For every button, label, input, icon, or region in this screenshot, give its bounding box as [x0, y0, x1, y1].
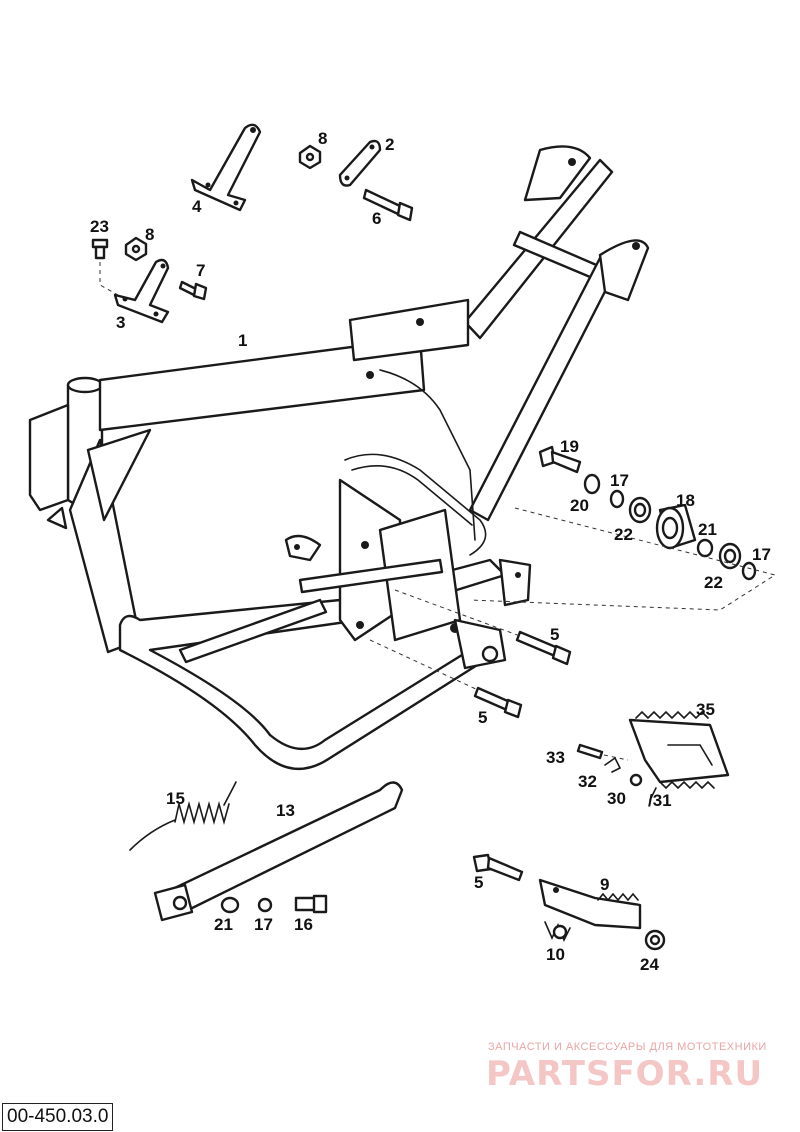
- callout-5-footrest: 5: [474, 873, 483, 892]
- callout-21-pivot: 21: [698, 520, 717, 539]
- callout-6: 6: [372, 209, 381, 228]
- sleeve-part-21b[interactable]: [220, 896, 240, 914]
- callout-9: 9: [600, 875, 609, 894]
- ring-part-17a[interactable]: [609, 489, 625, 509]
- callout-35: 35: [696, 700, 715, 719]
- callout-3: 3: [116, 313, 125, 332]
- watermark-brand: PARTSFOR.RU: [486, 1054, 763, 1094]
- spring-part-15[interactable]: [129, 781, 237, 851]
- bolt-part-5-upper[interactable]: [394, 589, 572, 666]
- callout-32: 32: [578, 772, 597, 791]
- callout-2: 2: [385, 135, 394, 154]
- side-stand-part-13[interactable]: [153, 781, 404, 922]
- bracket-part-3[interactable]: [113, 258, 170, 324]
- callout-17-right: 17: [752, 545, 771, 564]
- callout-17-stand: 17: [254, 915, 273, 934]
- clip-part-32[interactable]: [604, 756, 622, 773]
- callout-22-left: 22: [614, 525, 633, 544]
- bearing-part-18[interactable]: [655, 503, 697, 550]
- nut-part-24[interactable]: [644, 929, 666, 951]
- callout-17-upper: 17: [610, 471, 629, 490]
- callout-30: 30: [607, 789, 626, 808]
- washer-part-30[interactable]: [629, 773, 643, 787]
- callout-8-left: 8: [145, 225, 154, 244]
- callout-18: 18: [676, 491, 695, 510]
- callout-31: /31: [648, 791, 672, 810]
- pin-part-33[interactable]: [576, 743, 629, 761]
- bolt-part-7[interactable]: [178, 280, 208, 301]
- washer-part-20[interactable]: [583, 473, 601, 495]
- nut-part-8-left[interactable]: [124, 236, 148, 262]
- pin-part-31[interactable]: [649, 787, 657, 801]
- callout-15: 15: [166, 789, 185, 808]
- ring-part-17c[interactable]: [257, 897, 273, 913]
- callout-4: 4: [192, 197, 202, 216]
- bolt-part-6[interactable]: [362, 188, 414, 222]
- ring-part-17b[interactable]: [741, 561, 757, 581]
- bolt-part-23[interactable]: [91, 238, 119, 296]
- callout-7: 7: [196, 261, 205, 280]
- callout-10: 10: [546, 945, 565, 964]
- callout-19: 19: [560, 437, 579, 456]
- pivot-axis-line: [469, 507, 777, 611]
- sleeve-part-21a[interactable]: [696, 538, 714, 558]
- bolt-part-5-footrest[interactable]: [472, 853, 524, 882]
- callout-24: 24: [640, 955, 659, 974]
- callout-1: 1: [238, 331, 247, 350]
- callout-23: 23: [90, 217, 109, 236]
- footrest-part-35[interactable]: [628, 710, 730, 790]
- bolt-part-16[interactable]: [294, 894, 328, 914]
- bushing-part-22a[interactable]: [628, 496, 652, 524]
- bolt-part-5-lower[interactable]: [369, 639, 523, 719]
- callout-22-right: 22: [704, 573, 723, 592]
- callout-33: 33: [546, 748, 565, 767]
- bracket-part-4[interactable]: [190, 123, 262, 212]
- frame-part[interactable]: [28, 145, 650, 771]
- callout-13: 13: [276, 801, 295, 820]
- diagram-code-label: 00-450.03.0: [2, 1103, 114, 1131]
- watermark-tagline: ЗАПЧАСТИ И АКСЕССУАРЫ ДЛЯ МОТОТЕХНИКИ: [488, 1041, 767, 1053]
- plate-part-2[interactable]: [338, 139, 382, 187]
- spring-part-10[interactable]: [544, 921, 571, 942]
- bolt-part-19[interactable]: [538, 445, 582, 474]
- callout-5-lower: 5: [478, 708, 487, 727]
- bushing-part-22b[interactable]: [718, 542, 742, 570]
- callout-20: 20: [570, 496, 589, 515]
- callout-16: 16: [294, 915, 313, 934]
- callout-8-top: 8: [318, 129, 327, 148]
- footrest-part-9[interactable]: [538, 878, 642, 930]
- callout-21-stand: 21: [214, 915, 233, 934]
- nut-part-8-top[interactable]: [298, 144, 322, 170]
- callout-5-upper: 5: [550, 625, 559, 644]
